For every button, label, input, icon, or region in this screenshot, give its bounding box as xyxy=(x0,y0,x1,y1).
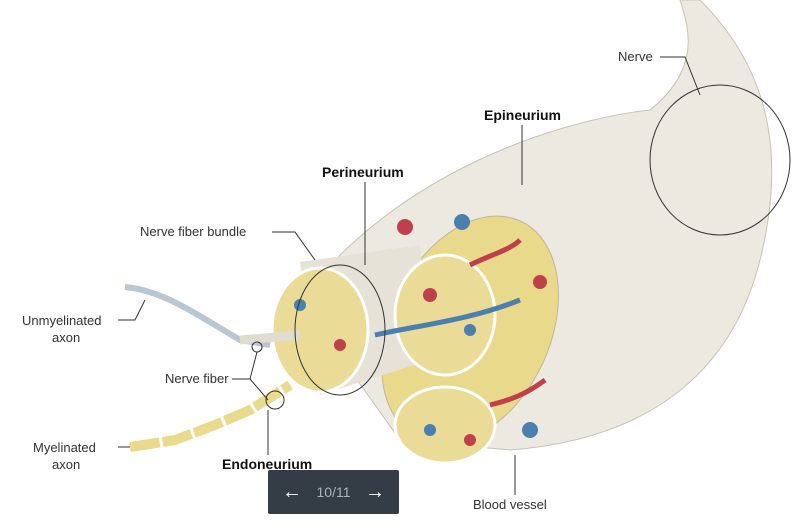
label-unmyelinated-axon-2: axon xyxy=(52,330,81,345)
label-myelinated-axon: Myelinated xyxy=(33,440,96,455)
arrow-left-icon[interactable]: ← xyxy=(282,481,302,503)
arrow-right-icon[interactable]: → xyxy=(365,481,385,503)
label-perineurium: Perineurium xyxy=(322,164,404,180)
label-blood-vessel: Blood vessel xyxy=(473,497,547,512)
label-nerve-fiber-bundle: Nerve fiber bundle xyxy=(140,224,247,239)
label-unmyelinated-axon: Unmyelinated xyxy=(22,313,102,328)
label-endoneurium: Endoneurium xyxy=(222,456,313,472)
label-nerve: Nerve xyxy=(618,49,653,64)
label-epineurium: Epineurium xyxy=(484,107,562,123)
slide-counter: 10/11 xyxy=(316,484,351,500)
label-myelinated-axon-2: axon xyxy=(52,457,81,472)
slide-pager: ← 10/11 → xyxy=(268,470,399,514)
label-nerve-fiber: Nerve fiber xyxy=(165,371,229,386)
